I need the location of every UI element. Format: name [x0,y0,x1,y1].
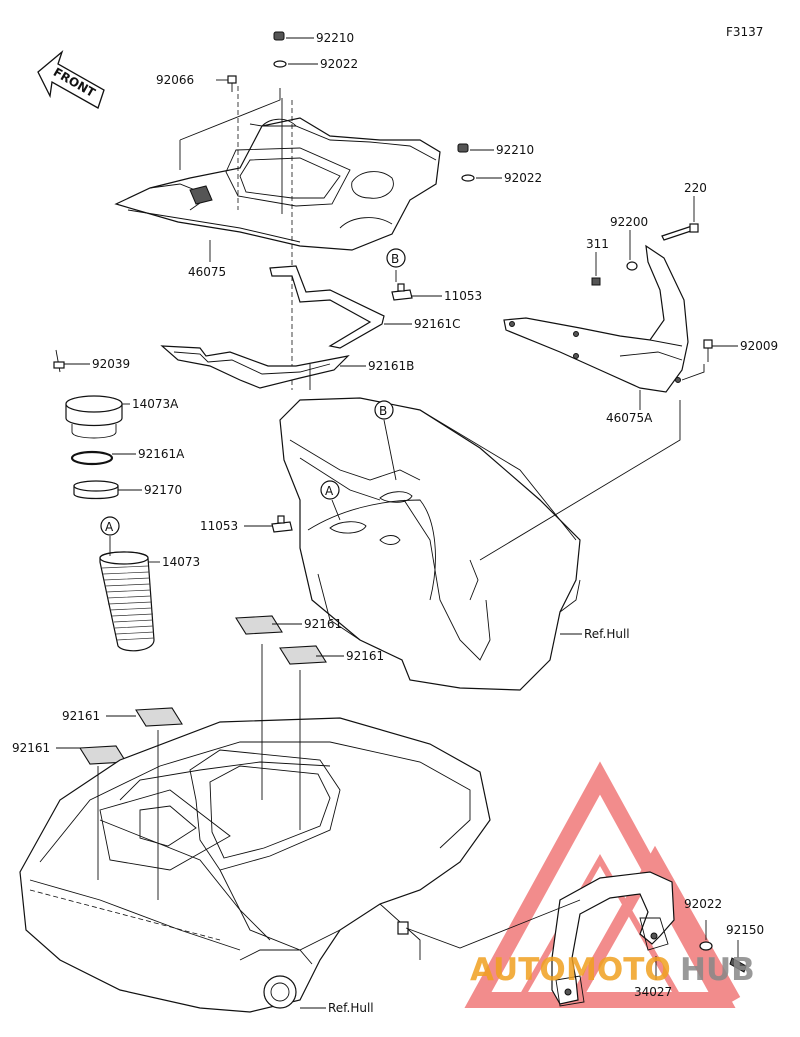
callout-92200: 92200 [610,215,648,229]
svg-text:AUTO: AUTO [470,952,566,988]
svg-text:A: A [325,484,334,498]
callout-92022-c: 92022 [684,897,722,911]
callout-11053-a: 11053 [444,289,482,303]
ref-marker-a-hose: A [100,516,120,536]
watermark-text: AUTO MOTO HUB [470,952,755,988]
screw-220 [661,223,699,241]
callout-34027: 34027 [634,985,672,999]
handle-34027 [551,871,675,1007]
ref-marker-b-hull: B [374,400,394,420]
clip-11053-b [271,515,293,533]
washer-92022-a [273,60,287,68]
leader-lines [56,37,739,1009]
pad-92161-a [235,615,283,635]
callout-92150: 92150 [726,923,764,937]
callout-92066: 92066 [156,73,194,87]
callout-92210-b: 92210 [496,143,534,157]
callout-92161-c: 92161 [62,709,100,723]
front-direction-arrow: FRONT [37,50,105,109]
callout-220: 220 [684,181,707,195]
filler-neck-14073A [65,395,123,439]
callout-46075A: 46075A [606,411,653,425]
callout-46075: 46075 [188,265,226,279]
bolt-92150 [729,957,747,973]
svg-text:MOTO: MOTO [566,952,671,988]
top-cover-46075 [114,117,441,251]
callout-92170: 92170 [144,483,182,497]
svg-text:B: B [391,252,399,266]
lower-hull-ref [19,717,491,1013]
pad-92161-c [135,707,183,727]
callout-92009: 92009 [740,339,778,353]
ref-marker-a-hull: A [320,480,340,500]
callout-11053-b: 11053 [200,519,238,533]
washer-92022-b [461,174,475,182]
ref-marker-b-top: B [386,248,406,268]
svg-text:B: B [379,404,387,418]
vent-92039 [53,349,65,373]
callout-14073A: 14073A [132,397,179,411]
callout-92210-a: 92210 [316,31,354,45]
callout-92161-d: 92161 [12,741,50,755]
figure-code: F3137 [726,25,763,39]
side-cover-46075A [503,244,689,393]
callout-92161C: 92161C [414,317,461,331]
washer-92022-c [699,941,713,951]
callout-92161B: 92161B [368,359,414,373]
screw-92009 [703,339,713,362]
callout-92161-b: 92161 [346,649,384,663]
callout-92022-a: 92022 [320,57,358,71]
callout-92039: 92039 [92,357,130,371]
callout-92161A: 92161A [138,447,185,461]
callout-92161-a: 92161 [304,617,342,631]
bolt-92066 [227,75,237,92]
filler-hose-14073 [99,551,155,652]
svg-text:HUB: HUB [680,952,755,988]
gasket-92161B [160,345,350,389]
callout-ref-hull-b: Ref.Hull [328,1001,374,1015]
o-ring-92161A [70,450,114,466]
callout-14073: 14073 [162,555,200,569]
callout-92022-b: 92022 [504,171,542,185]
nut-311 [591,277,601,286]
washer-92200 [626,261,638,271]
upper-hull-ref [279,397,581,691]
clamp-92170 [73,480,119,500]
cap-92210-a [273,31,285,41]
callout-labels: 92210 92022 92066 92210 92022 220 92200 … [12,31,778,1015]
svg-text:A: A [105,520,114,534]
pad-92161-b [279,645,327,665]
cap-92210-b [457,143,469,153]
gasket-92161C [269,265,385,349]
callout-ref-hull-a: Ref.Hull [584,627,630,641]
callout-311: 311 [586,237,609,251]
clip-11053-a [391,283,413,301]
